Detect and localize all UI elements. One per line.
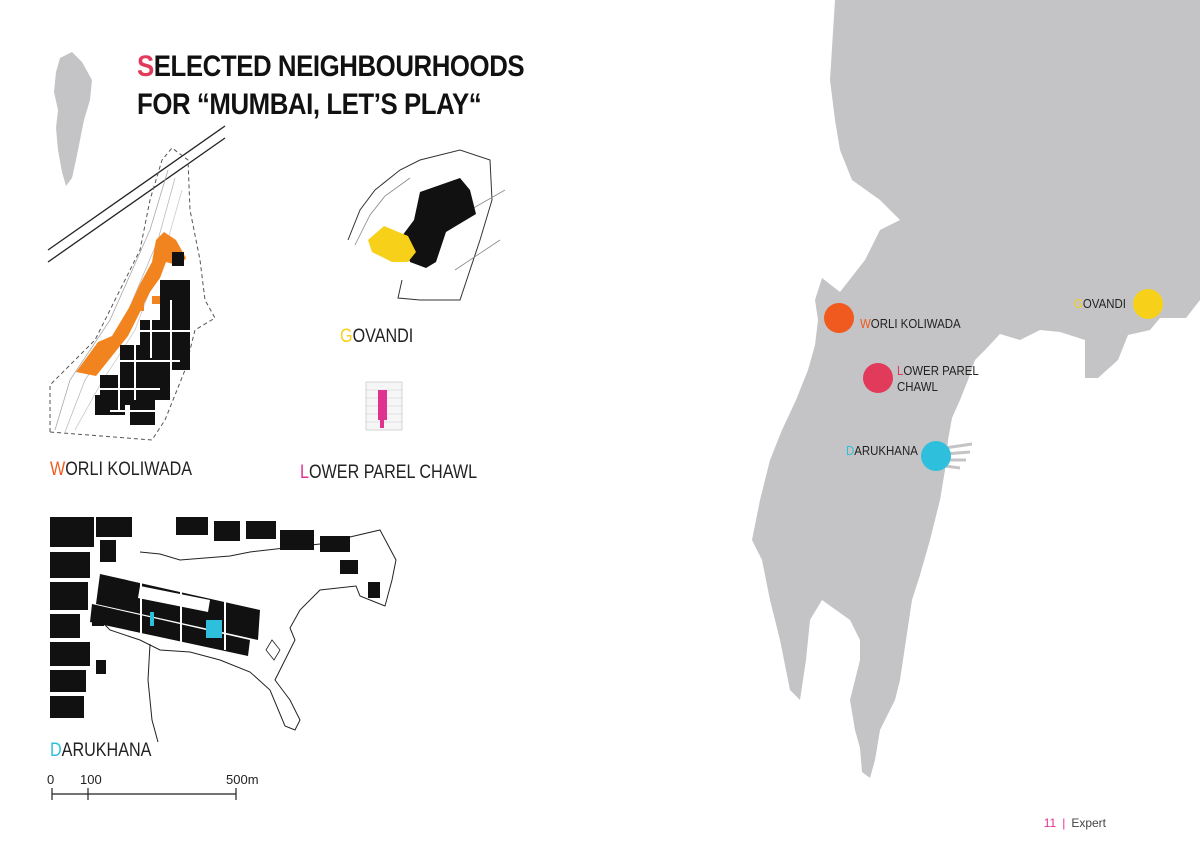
label-lower-parel-rest: OWER PAREL CHAWL xyxy=(308,462,478,483)
label-govandi-initial: G xyxy=(340,326,353,347)
govandi-highlight xyxy=(368,226,416,262)
lower-parel-plan xyxy=(365,381,403,431)
label-lower-parel-initial: L xyxy=(300,462,309,483)
label-worli-initial: W xyxy=(50,459,66,480)
worli-dot xyxy=(824,303,854,333)
page-footer: 11 | Expert xyxy=(1044,816,1106,830)
map-label-worli-rest: ORLI KOLIWADA xyxy=(870,316,961,331)
map-label-lower-parel-line1: LOWER PAREL xyxy=(897,363,979,379)
map-label-worli-initial: W xyxy=(860,316,871,331)
darukhana-plan xyxy=(50,517,397,743)
map-label-darukhana: DARUKHANA xyxy=(846,443,918,459)
map-label-govandi: GOVANDI xyxy=(1074,296,1126,312)
map-label-govandi-rest: OVANDI xyxy=(1082,296,1126,311)
worli-highlight xyxy=(76,232,186,376)
label-worli: WORLI KOLIWADA xyxy=(50,459,192,481)
scale-tick-500m: 500m xyxy=(226,772,259,787)
page-title: SELECTED NEIGHBOURHOODS FOR “MUMBAI, LET… xyxy=(137,48,525,124)
scale-bar xyxy=(51,788,237,800)
title-line-2: FOR “MUMBAI, LET’S PLAY“ xyxy=(137,88,482,121)
footer-separator: | xyxy=(1062,816,1066,830)
govandi-plan xyxy=(347,149,506,301)
label-darukhana-rest: ARUKHANA xyxy=(61,740,152,761)
label-worli-rest: ORLI KOLIWADA xyxy=(65,459,193,480)
map-label-lower-parel-line2: CHAWL xyxy=(897,379,938,394)
title-line-1: SELECTED NEIGHBOURHOODS xyxy=(137,48,525,86)
map-label-govandi-initial: G xyxy=(1074,296,1083,311)
darukhana-dot xyxy=(921,441,951,471)
map-label-darukhana-initial: D xyxy=(846,443,855,458)
label-darukhana-initial: D xyxy=(50,740,62,761)
title-initial: S xyxy=(137,50,154,83)
mumbai-map xyxy=(752,0,1200,778)
map-label-lower-parel: LOWER PAREL CHAWL xyxy=(897,363,979,395)
worli-koliwada-plan xyxy=(47,125,226,441)
label-lower-parel: LOWER PAREL CHAWL xyxy=(300,462,477,484)
label-darukhana: DARUKHANA xyxy=(50,740,151,762)
govandi-dot xyxy=(1133,289,1163,319)
lower-parel-dot xyxy=(863,363,893,393)
scale-tick-0: 0 xyxy=(47,772,55,787)
mumbai-land xyxy=(752,0,1200,778)
map-label-darukhana-rest: ARUKHANA xyxy=(854,443,918,458)
map-label-lower-parel-initial: L xyxy=(897,363,904,378)
map-label-lower-parel-rest: OWER PAREL xyxy=(903,363,979,378)
scale-tick-100: 100 xyxy=(80,772,102,787)
title-line-1-rest: ELECTED NEIGHBOURHOODS xyxy=(153,50,525,83)
footer-section: Expert xyxy=(1071,816,1106,830)
mumbai-thumbnail xyxy=(54,52,92,186)
lower-parel-highlight xyxy=(378,390,387,420)
darukhana-highlight-1 xyxy=(150,612,154,626)
page-number: 11 xyxy=(1043,816,1057,830)
label-govandi-rest: OVANDI xyxy=(352,326,414,347)
label-govandi: GOVANDI xyxy=(340,326,413,348)
darukhana-highlight-2 xyxy=(206,620,222,638)
map-label-worli: WORLI KOLIWADA xyxy=(860,316,961,332)
